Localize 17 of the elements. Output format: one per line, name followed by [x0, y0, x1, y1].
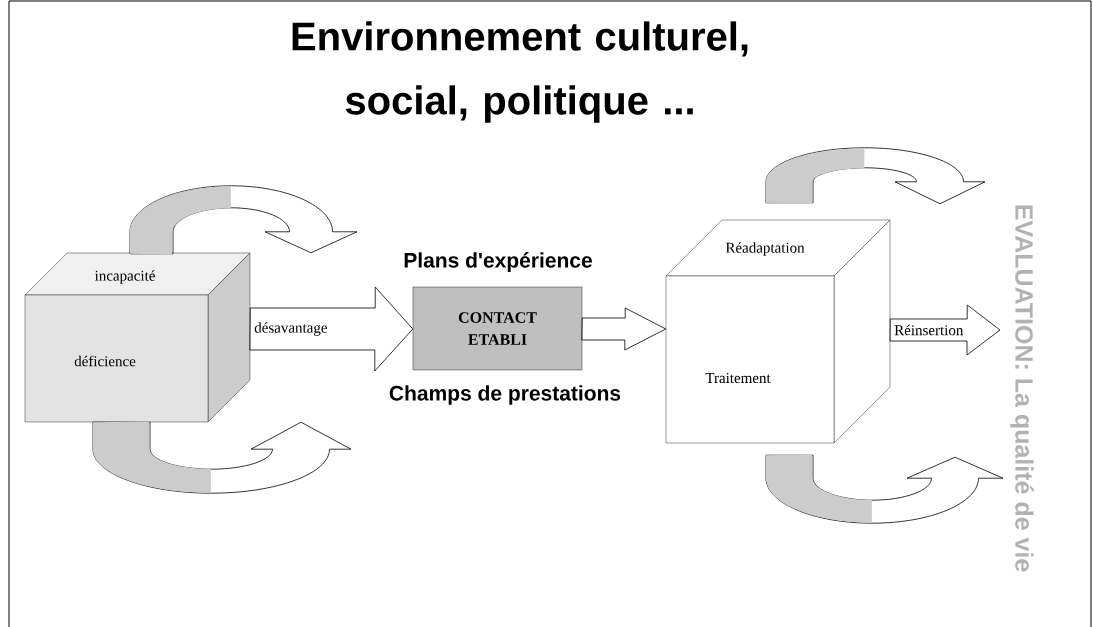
cube: incapacité déficience désavantage	[24, 252, 327, 423]
node-label: Réadaptation	[725, 242, 805, 256]
vertical-heading: EVALUATION: La qualité de vie	[1010, 205, 1034, 572]
title: Environnement culturel, social, politique ...	[292, 21, 748, 123]
caption-text: Champs de prestations	[389, 385, 621, 405]
process-box: CONTACT ETABLI	[412, 286, 583, 371]
block-arrow	[249, 286, 414, 372]
curved-arrow	[92, 421, 352, 494]
curved-arrow	[129, 185, 358, 255]
node-label: incapacité	[94, 270, 155, 284]
cube: Réadaptation Traitement Réinsertion	[665, 219, 964, 444]
node-label: Réinsertion	[894, 324, 964, 336]
node-label: désavantage	[254, 322, 327, 336]
curved-arrow	[765, 454, 1004, 524]
curved-arrow	[765, 147, 986, 205]
block-arrow	[581, 307, 667, 351]
block-arrow	[889, 304, 1001, 356]
